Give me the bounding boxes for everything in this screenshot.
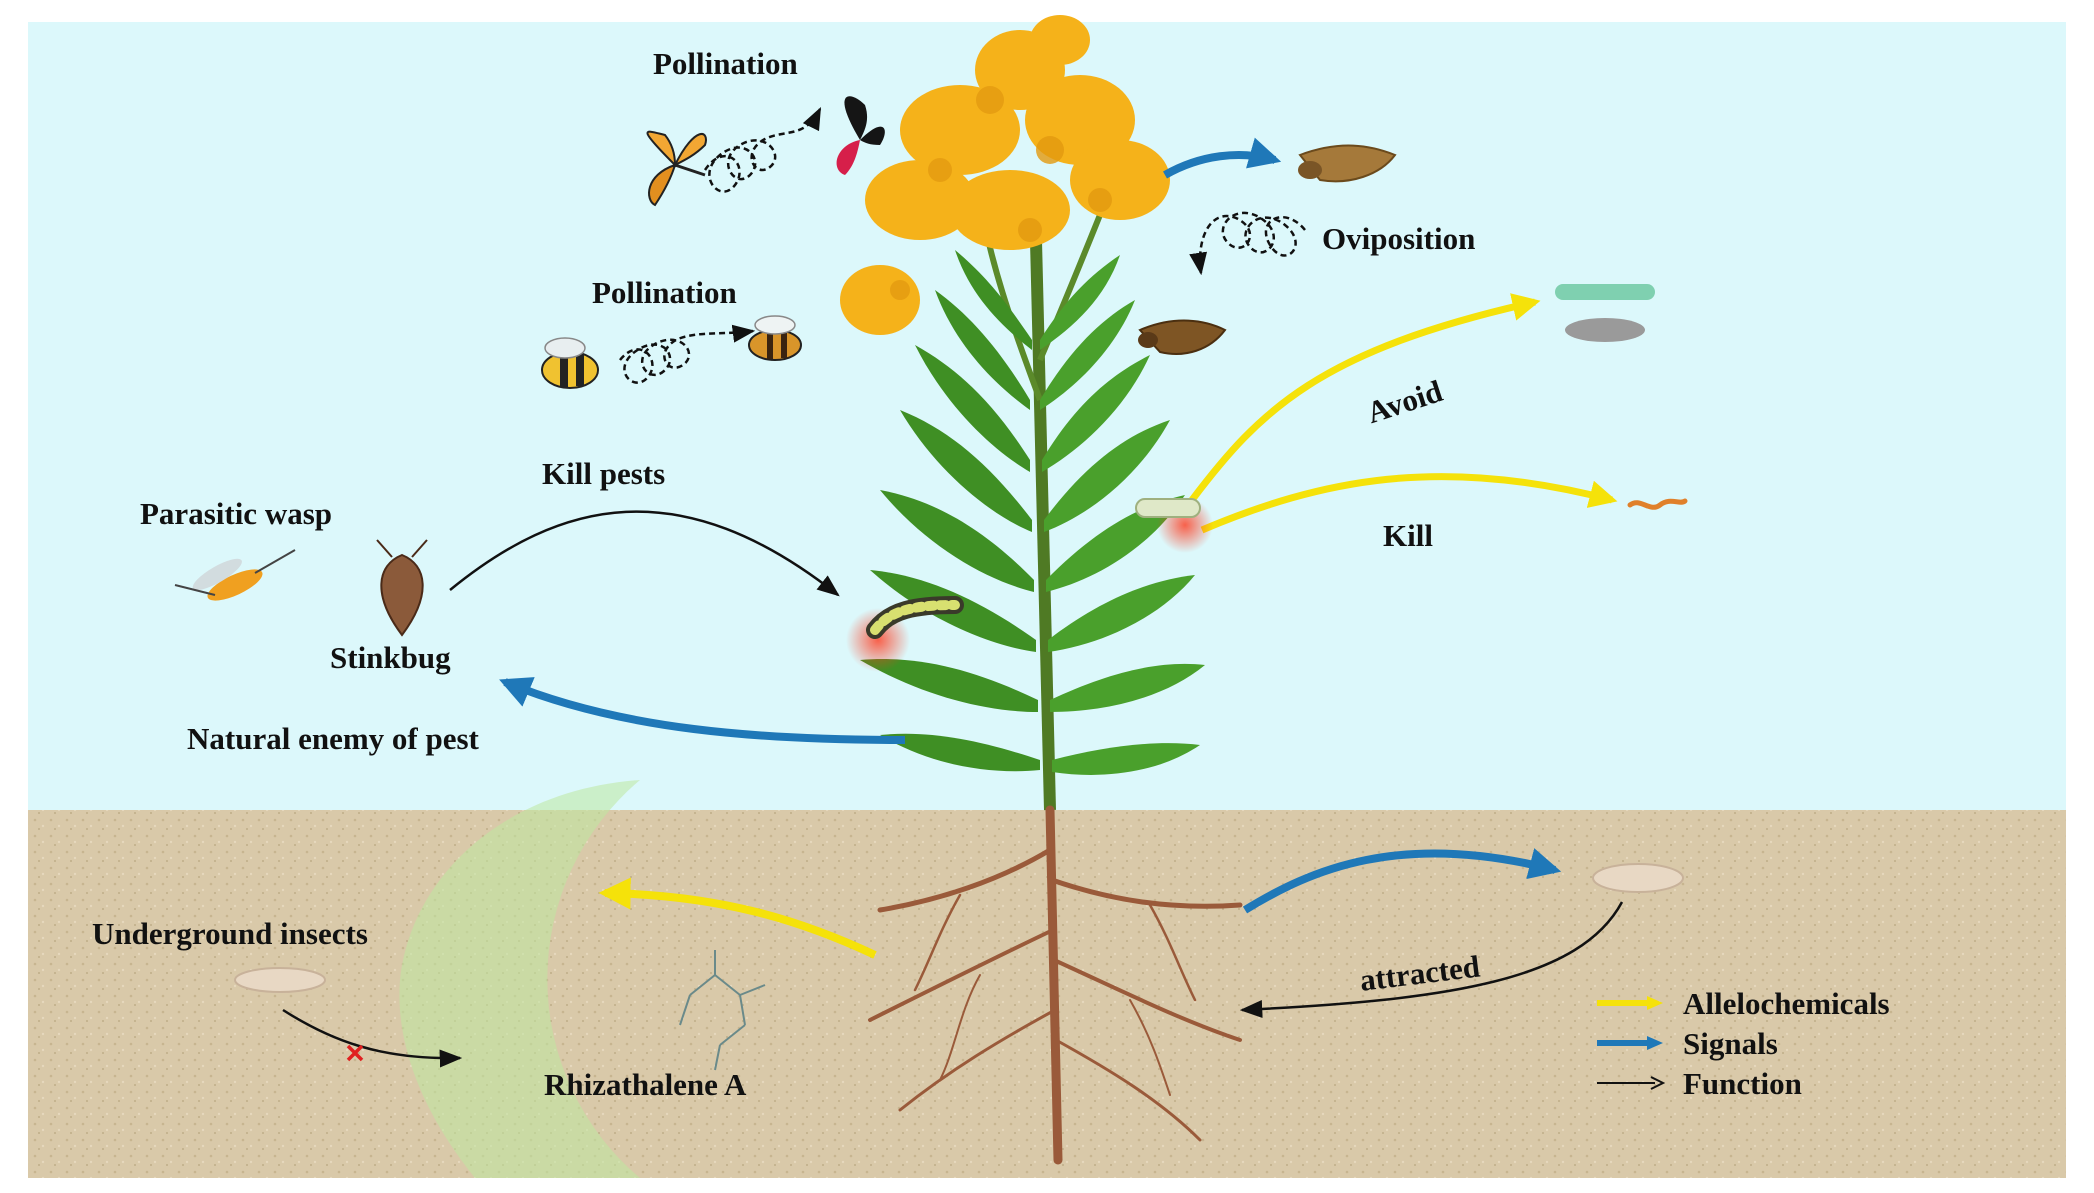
molecule-icon [679, 950, 766, 1071]
label-oviposition: Oviposition [1322, 221, 1476, 256]
legend-item-function: Function [1595, 1065, 1955, 1101]
signal-arrow-underground [1242, 848, 1562, 914]
pollination-path-mid [619, 324, 756, 384]
oviposition-path [1189, 211, 1306, 276]
legend-swatch-allelochemicals [1597, 996, 1663, 1010]
stinkbug-icon [376, 539, 428, 637]
kill-pests-arrow [449, 510, 840, 597]
label-kill: Kill [1383, 518, 1433, 553]
pollination-path-top [703, 106, 822, 193]
grub-icon [1592, 863, 1684, 893]
worm-icon [1627, 498, 1688, 510]
moth-icon [1138, 319, 1227, 355]
legend-swatch-function [1597, 1076, 1665, 1090]
signal-arrow-to-moth [1163, 137, 1282, 179]
roots-icon [868, 805, 1243, 1165]
label-natural-enemy: Natural enemy of pest [187, 721, 479, 756]
label-rhizathalene: Rhizathalene A [544, 1067, 747, 1102]
legend-item-signals: Signals [1595, 1025, 1955, 1061]
moth-icon [1298, 144, 1397, 183]
legend-label-signals: Signals [1683, 1026, 1778, 1061]
blocked-arrow [282, 1008, 463, 1068]
wasp-icon [174, 549, 296, 601]
legend-label-allelochemicals: Allelochemicals [1683, 986, 1890, 1021]
legend-label-function: Function [1683, 1066, 1802, 1101]
allelochemical-arrow-underground [598, 877, 877, 959]
allelochemical-arrow-kill [1200, 473, 1618, 534]
signal-arrow-to-natural-enemy [499, 677, 906, 744]
label-stinkbug: Stinkbug [330, 640, 451, 675]
butterfly-icon [646, 130, 707, 207]
label-pollination-mid: Pollination [592, 275, 737, 310]
bee-icon [541, 337, 599, 389]
allelochemical-arrow-avoid [1189, 293, 1541, 503]
caterpillar-icon [866, 596, 964, 639]
legend: Allelochemicals Signals Function [1595, 985, 1955, 1105]
larva-on-leaf-icon [1135, 498, 1201, 518]
bee-icon [748, 315, 802, 361]
label-underground-insects: Underground insects [92, 916, 368, 951]
grub-icon [234, 967, 326, 993]
plant-icon [840, 15, 1205, 811]
larva-icon [1565, 318, 1645, 342]
label-parasitic-wasp: Parasitic wasp [140, 496, 333, 531]
blocked-mark-icon [346, 1044, 364, 1062]
legend-swatch-signals [1597, 1036, 1663, 1050]
larva-icon [1555, 284, 1655, 300]
attracted-arrow [1239, 901, 1624, 1019]
butterfly-icon [836, 96, 885, 175]
legend-item-allelochemicals: Allelochemicals [1595, 985, 1955, 1021]
root-zone-halo [399, 780, 640, 1178]
label-pollination-top: Pollination [653, 46, 798, 81]
label-kill-pests: Kill pests [542, 456, 666, 491]
